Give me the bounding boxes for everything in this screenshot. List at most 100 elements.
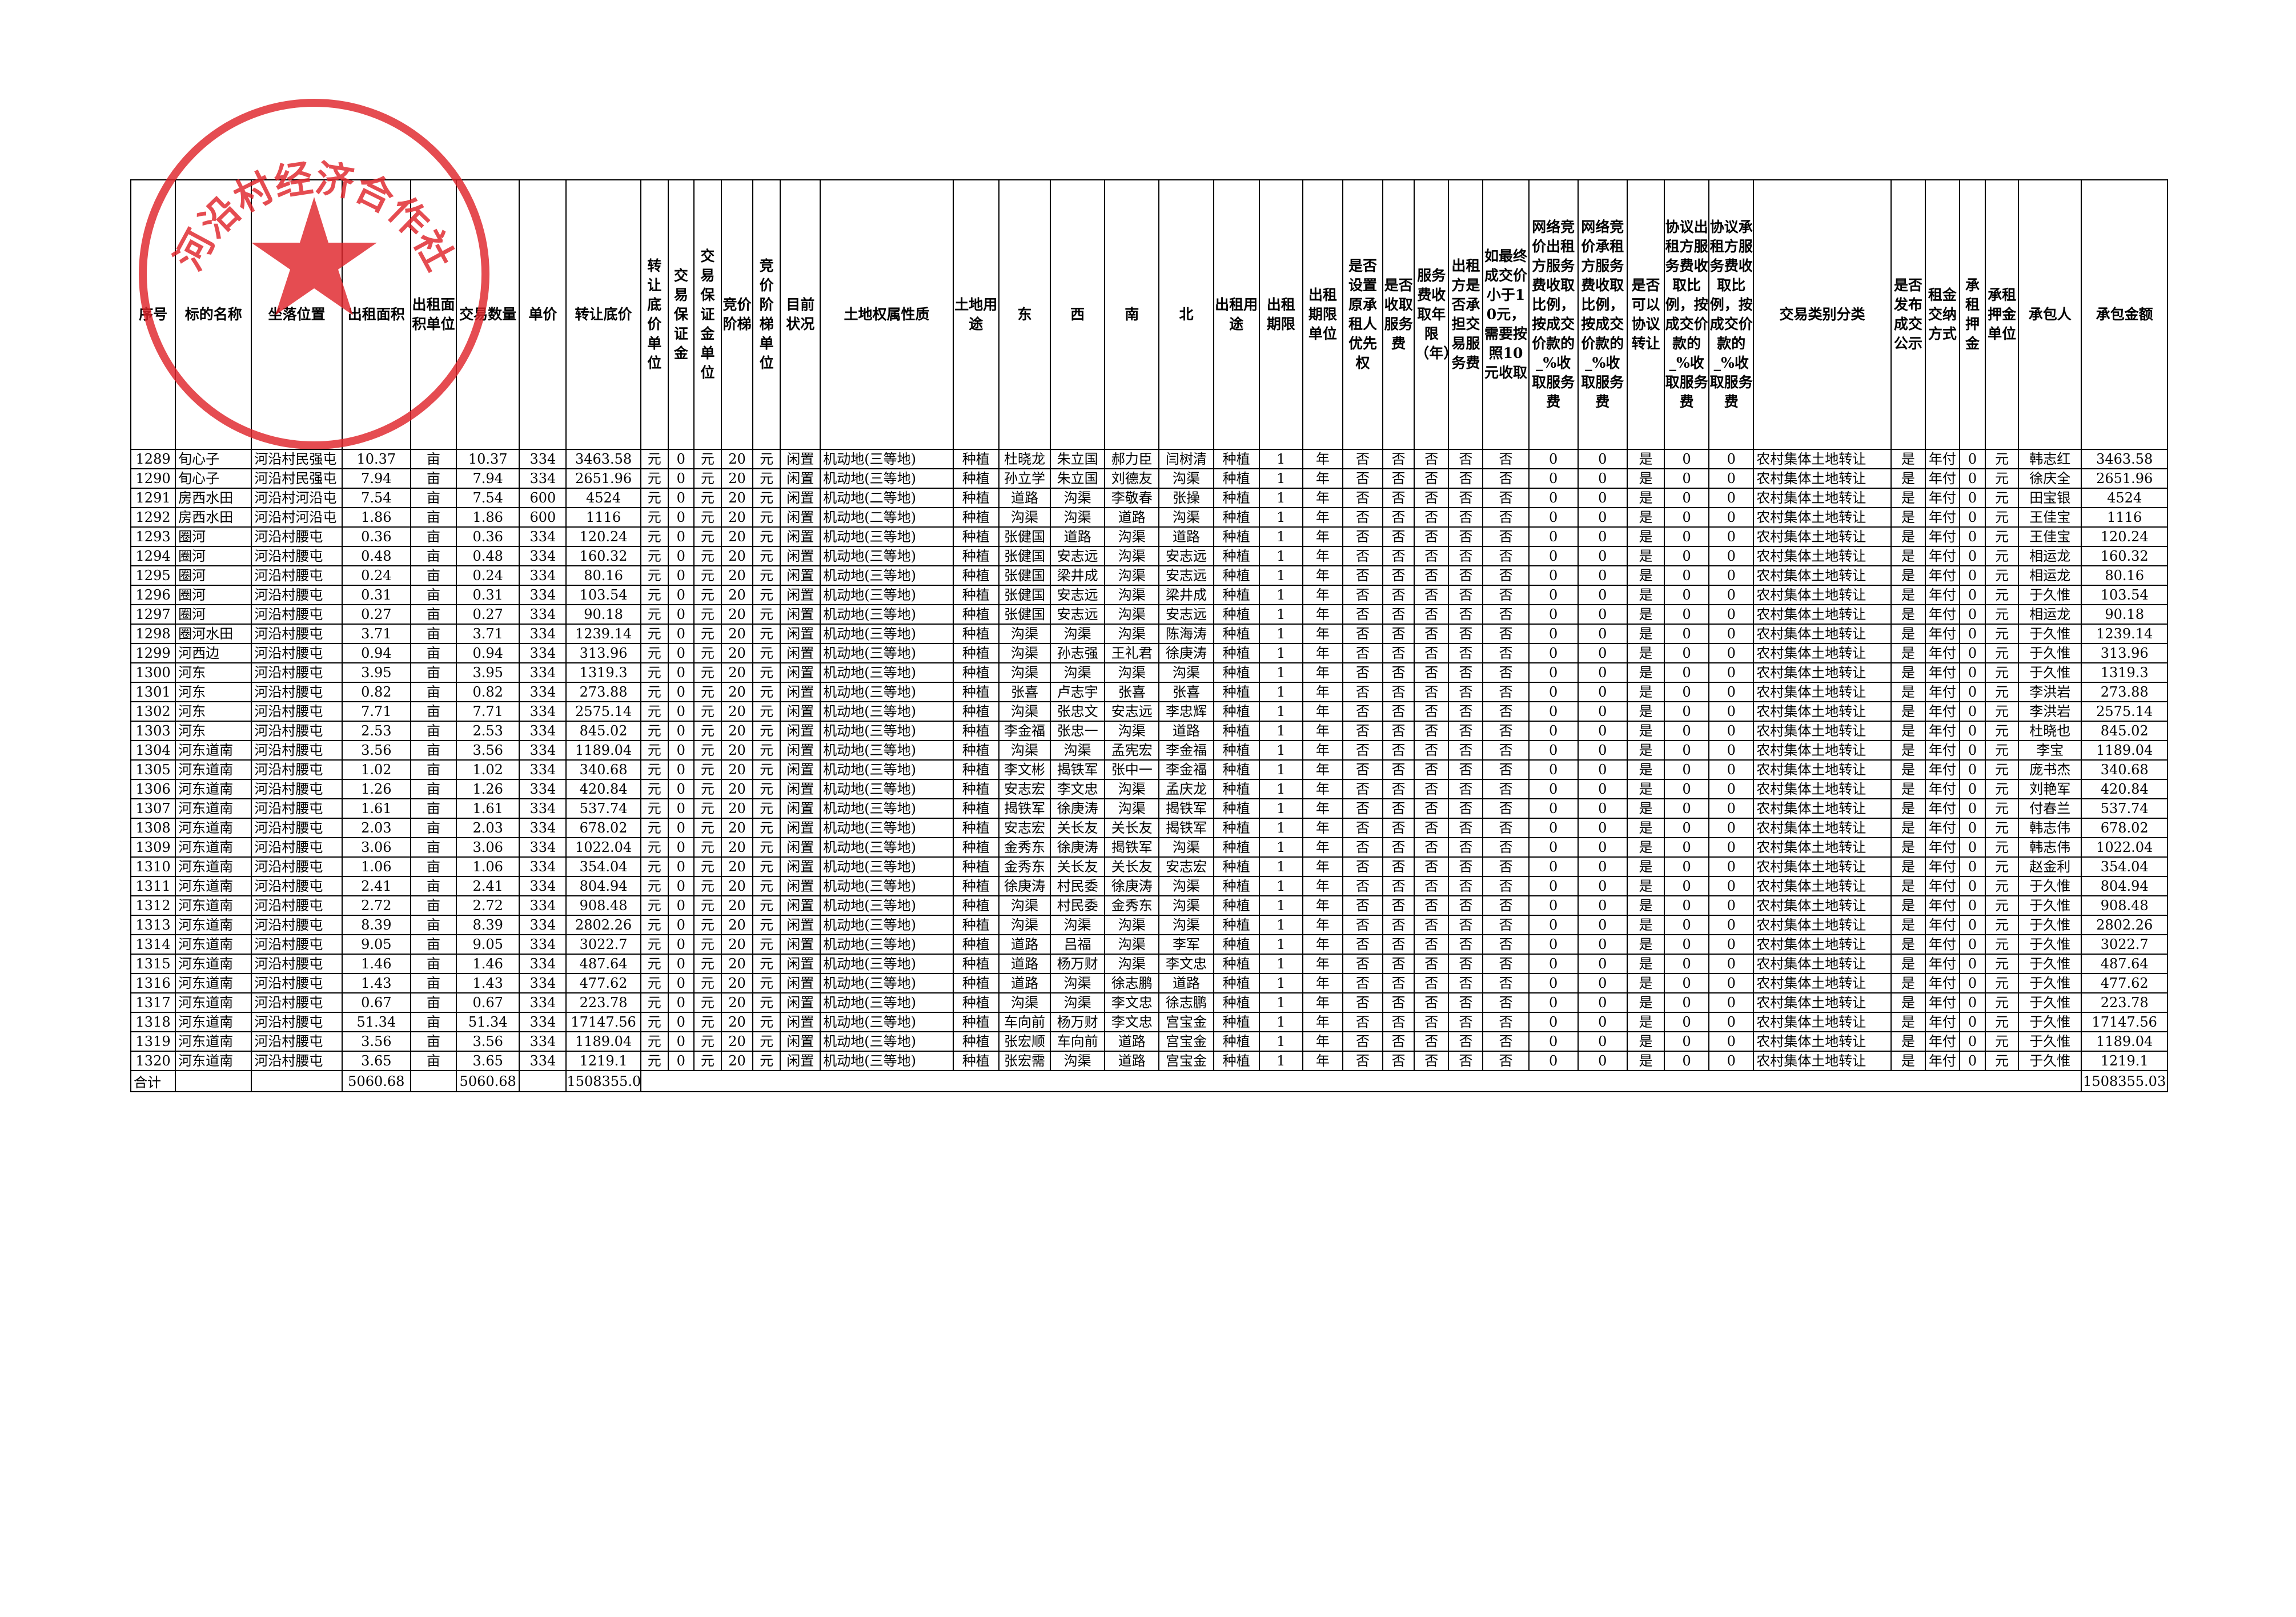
- table-cell: 年: [1302, 934, 1343, 955]
- table-cell: 804.94: [2081, 876, 2168, 896]
- table-cell: 河东道南: [175, 798, 252, 819]
- table-cell: 亩: [410, 740, 457, 761]
- table-cell: 0: [1528, 701, 1579, 722]
- table-cell: 年付: [1924, 488, 1960, 508]
- table-cell: 7.94: [341, 468, 411, 489]
- table-cell: 元: [693, 546, 722, 566]
- table-cell: 120.24: [565, 526, 641, 547]
- table-cell: 7.54: [341, 488, 411, 508]
- table-cell: 元: [693, 565, 722, 586]
- table-cell: 0: [1708, 546, 1755, 566]
- table-cell: 1.86: [456, 507, 520, 528]
- table-cell: 河沿村腰屯: [251, 1012, 343, 1032]
- table-cell: 否: [1382, 973, 1415, 993]
- table-cell: 元: [640, 449, 669, 469]
- table-cell: 元: [640, 682, 669, 702]
- table-cell: 20: [720, 604, 754, 625]
- table-cell: 3.56: [456, 740, 520, 761]
- table-cell: 年: [1302, 488, 1343, 508]
- table-cell: 20: [720, 779, 754, 799]
- table-cell: 元: [640, 895, 669, 916]
- table-cell: 道路: [1050, 526, 1106, 547]
- table-cell: 是: [1626, 759, 1665, 780]
- table-cell: 0: [1958, 449, 1986, 469]
- table-cell: 元: [752, 701, 781, 722]
- table-cell: 机动地(二等地): [820, 507, 954, 528]
- table-cell: 否: [1382, 721, 1415, 741]
- table-cell: 否: [1482, 643, 1530, 663]
- column-header: 目前状况: [780, 179, 821, 450]
- table-cell: 农村集体土地转让: [1753, 449, 1892, 469]
- table-cell: 1: [1258, 876, 1303, 896]
- table-cell: 0: [1958, 643, 1986, 663]
- table-cell: 是: [1626, 721, 1665, 741]
- table-cell: 年: [1302, 604, 1343, 625]
- table-cell: 否: [1448, 701, 1484, 722]
- table-cell: 种植: [952, 1031, 1000, 1052]
- table-cell: 否: [1382, 895, 1415, 916]
- table-cell: 种植: [1213, 759, 1260, 780]
- table-cell: 亩: [410, 585, 457, 605]
- total-area: 5060.68: [341, 1070, 411, 1092]
- table-cell: 否: [1448, 779, 1484, 799]
- table-cell: 0: [1528, 1012, 1579, 1032]
- table-cell: 元: [640, 954, 669, 974]
- table-cell: 沟渠: [1104, 526, 1160, 547]
- table-cell: 0: [667, 1012, 695, 1032]
- table-cell: 1239.14: [565, 624, 641, 644]
- table-cell: 是: [1626, 1031, 1665, 1052]
- table-cell: 元: [752, 546, 781, 566]
- table-cell: 种植: [1213, 468, 1260, 489]
- table-cell: 是: [1626, 876, 1665, 896]
- table-cell: 2651.96: [2081, 468, 2168, 489]
- table-cell: 334: [519, 1051, 567, 1071]
- table-cell: 0: [1664, 662, 1710, 683]
- table-cell: 1295: [130, 565, 176, 586]
- table-cell: 是: [1626, 837, 1665, 858]
- table-cell: 年: [1302, 546, 1343, 566]
- table-cell: 0: [1958, 682, 1986, 702]
- table-cell: 是: [1626, 662, 1665, 683]
- table-cell: 334: [519, 934, 567, 955]
- table-cell: 年: [1302, 1012, 1343, 1032]
- table-cell: 20: [720, 895, 754, 916]
- table-cell: 种植: [1213, 934, 1260, 955]
- table-cell: 0: [1708, 585, 1755, 605]
- table-cell: 元: [693, 662, 722, 683]
- table-cell: 种植: [952, 934, 1000, 955]
- column-header: 土地用途: [952, 179, 1000, 450]
- table-cell: 金秀东: [1104, 895, 1160, 916]
- table-cell: 1289: [130, 449, 176, 469]
- table-cell: 亩: [410, 721, 457, 741]
- table-cell: 闲置: [780, 624, 821, 644]
- table-cell: 0: [1528, 604, 1579, 625]
- table-cell: 李洪岩: [2018, 682, 2082, 702]
- table-cell: 否: [1414, 818, 1450, 838]
- table-cell: 河东道南: [175, 954, 252, 974]
- table-cell: 0: [1577, 624, 1628, 644]
- table-cell: 种植: [1213, 662, 1260, 683]
- table-cell: 0: [1577, 449, 1628, 469]
- table-cell: 1304: [130, 740, 176, 761]
- table-cell: 农村集体土地转让: [1753, 624, 1892, 644]
- table-cell: 1: [1258, 526, 1303, 547]
- table-cell: 元: [752, 721, 781, 741]
- table-cell: 是: [1626, 856, 1665, 877]
- table-cell: 是: [1890, 721, 1926, 741]
- column-header: 是否发布成交公示: [1890, 179, 1926, 450]
- table-cell: 沟渠: [1104, 779, 1160, 799]
- table-cell: 1: [1258, 604, 1303, 625]
- table-cell: 揭铁军: [1104, 837, 1160, 858]
- table-cell: 元: [693, 604, 722, 625]
- table-cell: 否: [1414, 682, 1450, 702]
- table-cell: 否: [1448, 662, 1484, 683]
- table-cell: 农村集体土地转让: [1753, 1012, 1892, 1032]
- table-cell: 元: [752, 856, 781, 877]
- table-cell: 是: [1890, 992, 1926, 1013]
- table-cell: 1.02: [341, 759, 411, 780]
- table-cell: 是: [1890, 818, 1926, 838]
- table-cell: 元: [1985, 565, 2020, 586]
